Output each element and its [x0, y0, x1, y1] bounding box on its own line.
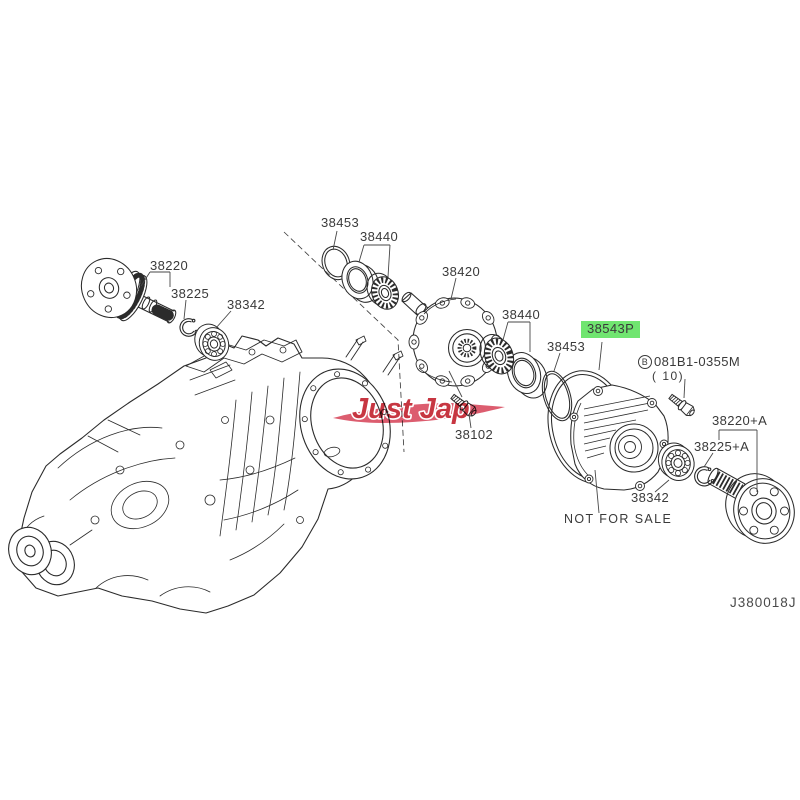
watermark-text: Just Jap: [352, 393, 470, 425]
part-label-38342-left: 38342: [227, 297, 266, 312]
part-label-38225a: 38225+A: [694, 439, 750, 454]
left-shaft-assembly-drawing: [80, 257, 177, 324]
watermark-swoosh: [333, 403, 505, 423]
bolt-quantity: ( 10): [652, 369, 685, 383]
rear-cover-drawing: [569, 384, 669, 491]
left-bearing-drawing: [194, 323, 230, 361]
part-label-38453-right: 38453: [547, 339, 586, 354]
left-snap-ring-drawing: [179, 318, 199, 337]
part-label-38220a: 38220+A: [712, 413, 768, 428]
part-label-38440-top: 38440: [360, 229, 399, 244]
right-bearing-stack-drawing: [479, 334, 573, 422]
watermark: Just Jap: [333, 391, 505, 427]
part-label-38440-right: 38440: [502, 307, 541, 322]
part-label-38342-right: 38342: [631, 490, 670, 505]
part-label-38102: 38102: [455, 427, 494, 442]
not-for-sale-note: NOT FOR SALE: [564, 512, 673, 526]
upper-seal-and-bearing-stack-drawing: [321, 245, 399, 310]
part-label-38420: 38420: [442, 264, 481, 279]
circled-b-marker: B: [638, 355, 652, 369]
diagram-code: J380018J: [730, 595, 797, 610]
part-label-38220: 38220: [150, 258, 189, 273]
right-shaft-flange-drawing: [707, 467, 795, 544]
transaxle-case-drawing: [8, 335, 404, 614]
leader-lines: [140, 230, 758, 514]
part-label-38543p-highlighted: 38543P: [581, 321, 641, 339]
bolt-part-number-text: 081B1-0355M: [654, 354, 741, 369]
highlight-box: 38543P: [581, 321, 641, 339]
part-label-38225: 38225: [171, 286, 210, 301]
right-bearing-drawing: [657, 442, 695, 481]
bolt-081b1-drawing: [666, 391, 698, 419]
differential-assembly-drawing: [401, 291, 502, 387]
part-label-38453-top: 38453: [321, 215, 360, 230]
